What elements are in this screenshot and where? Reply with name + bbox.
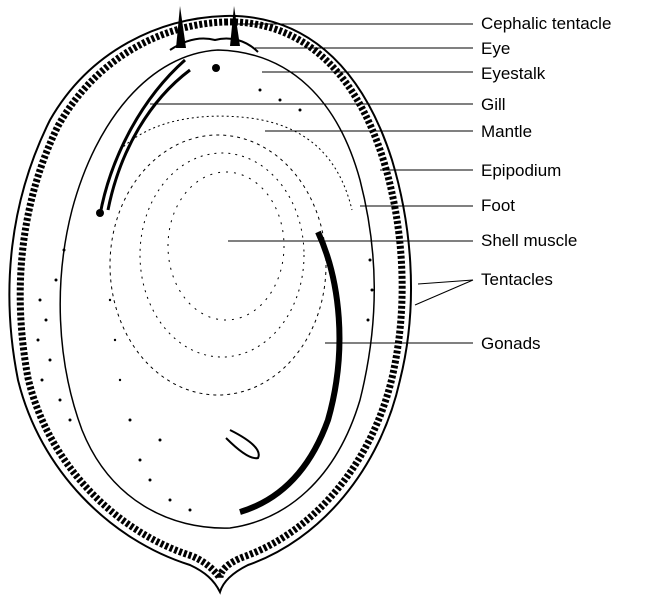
label-tentacles: Tentacles [481,270,553,290]
label-mantle: Mantle [481,122,532,142]
label-eyestalk: Eyestalk [481,64,545,84]
gill-tip-dot [96,209,104,217]
label-gonads: Gonads [481,334,541,354]
label-gill: Gill [481,95,506,115]
eye-dot [212,64,220,72]
abalone-body [9,6,411,592]
label-cephalic-tentacle: Cephalic tentacle [481,14,611,34]
label-shell-muscle: Shell muscle [481,231,577,251]
label-epipodium: Epipodium [481,161,561,181]
label-foot: Foot [481,196,515,216]
label-eye: Eye [481,39,510,59]
